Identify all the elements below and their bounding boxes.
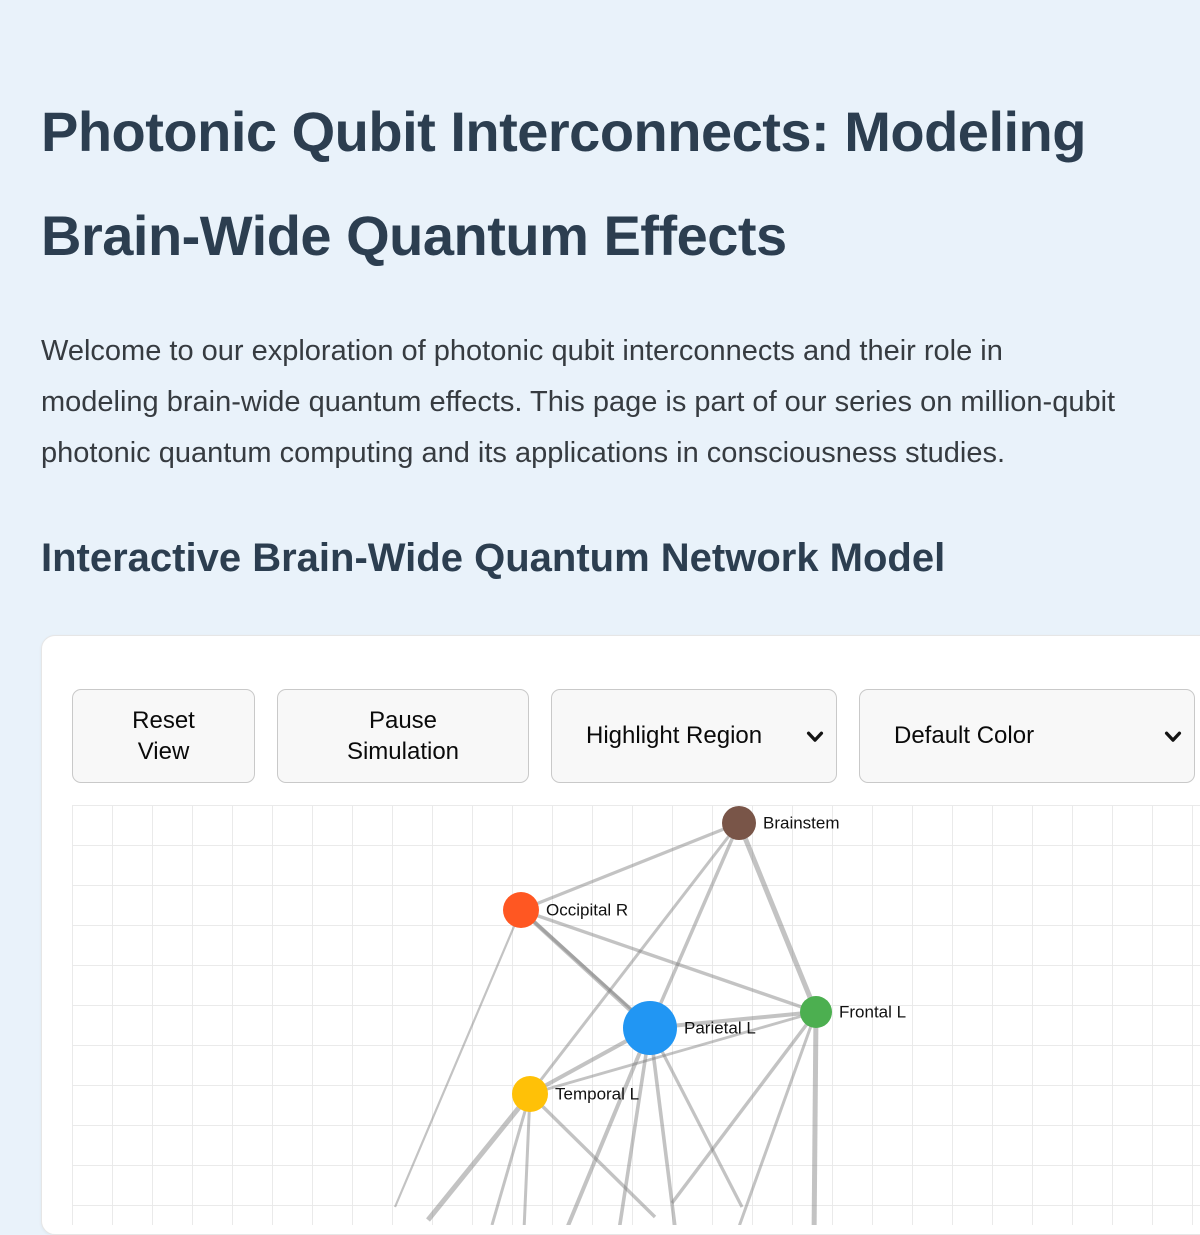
graph-edge [528,822,741,1096]
graph-edge [426,1092,532,1222]
graph-edge [519,908,652,1030]
graph-node-temporal-l[interactable] [512,1076,548,1113]
graph-edge [648,822,741,1030]
graph-edge [648,1028,677,1226]
graph-node-label-frontal-l: Frontal L [839,1003,906,1022]
highlight-region-selected-value: Highlight Region [586,722,763,750]
graph-edge [811,1012,819,1226]
graph-edge [520,821,740,912]
graph-edge [393,909,523,1208]
network-model-card: Reset View Pause Simulation Highlight Re… [41,635,1200,1235]
graph-node-frontal-l[interactable] [800,996,832,1029]
node-color-select[interactable]: Default Color [859,689,1195,784]
graph-edge [736,822,819,1014]
graph-node-brainstem[interactable] [722,806,756,841]
graph-node-parietal-l[interactable] [623,1001,677,1056]
graph-edge [649,1010,817,1031]
graph-edge [520,908,817,1014]
graph-node-label-parietal-l: Parietal L [684,1019,756,1038]
section-title: Interactive Brain-Wide Quantum Network M… [41,536,946,581]
graph-edge [566,1027,652,1226]
graph-edge [648,1027,744,1209]
graph-edge [670,1011,818,1205]
chevron-down-icon [1164,731,1182,743]
node-color-selected-value: Default Color [894,722,1035,750]
chevron-down-icon [806,731,824,743]
reset-view-button[interactable]: Reset View [72,689,255,784]
graph-edge [528,1093,657,1219]
intro-paragraph: Welcome to our exploration of photonic q… [41,335,1116,470]
reset-view-label: Reset View [132,707,195,766]
graph-node-label-temporal-l: Temporal L [555,1085,639,1104]
graph-edge [737,1011,818,1226]
page-title: Photonic Qubit Interconnects: Modeling B… [41,100,1086,268]
graph-edge [529,1010,817,1096]
graph-node-occipital-r[interactable] [503,892,539,929]
graph-node-label-occipital-r: Occipital R [546,901,628,920]
graph-node-label-brainstem: Brainstem [763,814,840,833]
pause-simulation-button[interactable]: Pause Simulation [277,689,529,784]
toolbar: Reset View Pause Simulation Highlight Re… [72,689,1200,784]
highlight-region-select[interactable]: Highlight Region [551,689,837,784]
pause-simulation-label: Pause Simulation [346,707,460,766]
